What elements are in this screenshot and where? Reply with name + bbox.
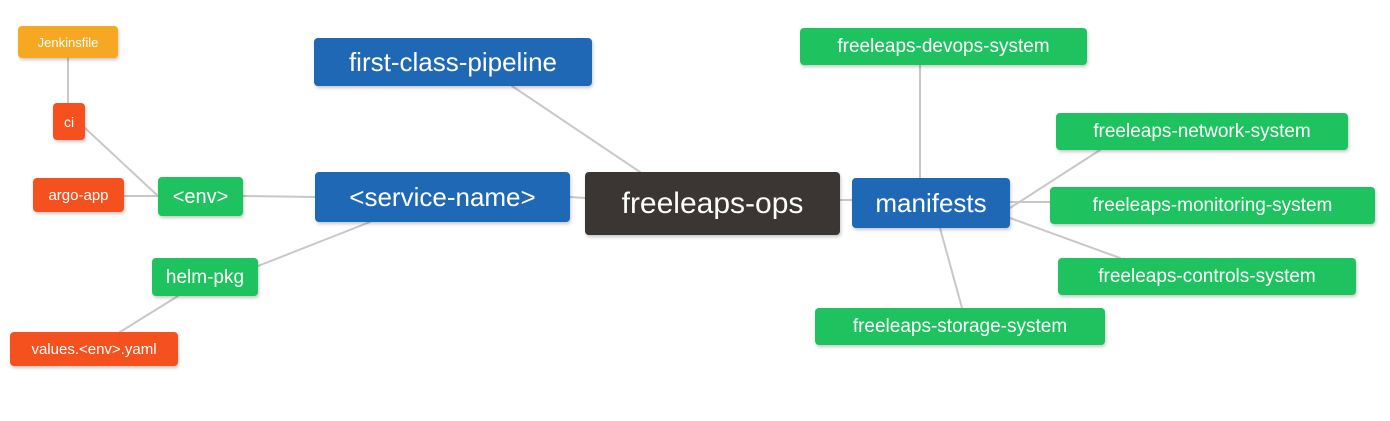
edge-manifests-to-freeleaps-controls-system: [1009, 217, 1121, 259]
node-label-values-yaml: values.<env>.yaml: [31, 340, 157, 358]
edge-env-to-service-name: [242, 195, 316, 198]
node-values-yaml[interactable]: values.<env>.yaml: [10, 332, 178, 366]
node-label-freeleaps-controls-system: freeleaps-controls-system: [1098, 266, 1316, 287]
node-jenkinsfile[interactable]: Jenkinsfile: [18, 26, 118, 58]
node-ci[interactable]: ci: [53, 103, 85, 140]
edge-values-yaml-to-helm-pkg: [119, 295, 179, 333]
node-manifests[interactable]: manifests: [852, 178, 1010, 228]
node-label-helm-pkg: helm-pkg: [165, 266, 245, 288]
node-label-env: <env>: [172, 185, 229, 208]
node-label-freeleaps-storage-system: freeleaps-storage-system: [852, 316, 1068, 337]
node-freeleaps-storage-system[interactable]: freeleaps-storage-system: [815, 308, 1105, 345]
node-service-name[interactable]: <service-name>: [315, 172, 570, 222]
edge-helm-pkg-to-service-name: [257, 221, 371, 267]
node-label-manifests: manifests: [875, 188, 987, 218]
node-freeleaps-network-system[interactable]: freeleaps-network-system: [1056, 113, 1348, 150]
node-label-freeleaps-ops: freeleaps-ops: [621, 186, 804, 220]
node-argo-app[interactable]: argo-app: [33, 178, 124, 212]
edge-service-name-to-freeleaps-ops: [569, 196, 586, 199]
node-freeleaps-devops-system[interactable]: freeleaps-devops-system: [800, 28, 1087, 65]
node-label-freeleaps-network-system: freeleaps-network-system: [1093, 121, 1311, 142]
edge-manifests-to-freeleaps-storage-system: [939, 227, 963, 309]
node-label-ci: ci: [63, 113, 75, 130]
node-label-first-class-pipeline: first-class-pipeline: [348, 47, 558, 77]
node-helm-pkg[interactable]: helm-pkg: [152, 258, 258, 296]
node-label-jenkinsfile: Jenkinsfile: [37, 34, 99, 50]
node-label-service-name: <service-name>: [349, 182, 536, 212]
node-label-freeleaps-monitoring-system: freeleaps-monitoring-system: [1092, 195, 1333, 216]
node-label-freeleaps-devops-system: freeleaps-devops-system: [837, 36, 1050, 57]
node-freeleaps-ops[interactable]: freeleaps-ops: [585, 172, 840, 235]
edge-first-class-pipeline-to-freeleaps-ops: [511, 85, 641, 173]
node-freeleaps-monitoring-system[interactable]: freeleaps-monitoring-system: [1050, 187, 1375, 224]
node-env[interactable]: <env>: [158, 177, 243, 216]
node-label-argo-app: argo-app: [48, 186, 109, 204]
node-first-class-pipeline[interactable]: first-class-pipeline: [314, 38, 592, 86]
node-freeleaps-controls-system[interactable]: freeleaps-controls-system: [1058, 258, 1356, 295]
